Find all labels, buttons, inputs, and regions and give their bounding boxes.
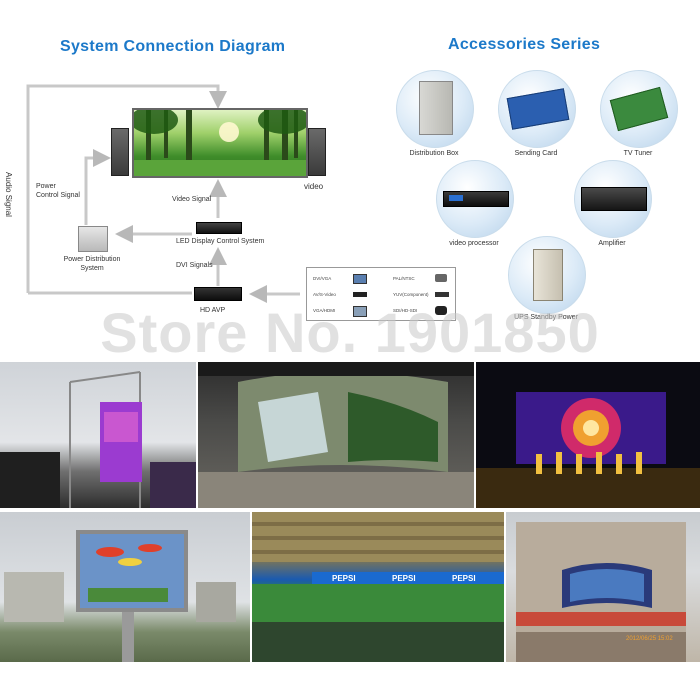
signal-yuv: YUV(Component) xyxy=(393,292,429,297)
outdoor-stage-photo xyxy=(0,362,196,508)
ups-image xyxy=(508,236,586,314)
dvi-signals-label: DVI Signals xyxy=(176,262,213,269)
billboard-photo xyxy=(0,512,250,662)
power-distribution-cabinet xyxy=(78,226,108,252)
pepsi-ad-2: PEPSI xyxy=(392,574,416,583)
dvd-player-icon xyxy=(353,292,367,297)
audio-signal-label: Audio Signal xyxy=(3,172,13,217)
video-processor-image xyxy=(436,160,514,238)
hd-avp-label: HD AVP xyxy=(200,307,226,314)
led-screen xyxy=(130,106,310,178)
sending-card-label: Sending Card xyxy=(514,150,558,157)
indoor-led-wall-photo xyxy=(198,362,474,508)
tv-box-icon xyxy=(435,292,449,297)
tv-tuner-image xyxy=(600,70,678,148)
control-system-device xyxy=(196,222,242,234)
video-processor-label: video processor xyxy=(449,240,499,247)
power-distribution-label: Power Distribution System xyxy=(63,256,121,272)
pepsi-ad-3: PEPSI xyxy=(452,574,476,583)
video-signal-label: Video Signal xyxy=(172,196,212,203)
hd-avp-device xyxy=(194,287,242,301)
signal-av-svideo: AV/S-Video xyxy=(313,292,336,297)
control-system-label: LED Display Control System xyxy=(176,238,265,245)
power-control-label: Power Control Signal xyxy=(36,183,80,199)
ups-label: UPS Standby Power xyxy=(514,314,578,321)
accessories-title: Accessories Series xyxy=(448,36,601,53)
laptop-icon xyxy=(353,274,367,284)
left-speaker xyxy=(111,128,129,176)
photo-timestamp: 2012/06/25 15:02 xyxy=(626,636,673,642)
camera-icon xyxy=(435,274,447,282)
right-speaker xyxy=(308,128,326,176)
amplifier-label: Amplifier xyxy=(598,240,626,247)
distribution-box-label: Distribution Box xyxy=(409,150,459,157)
building-screen-photo: 2012/06/25 15:02 xyxy=(506,512,700,662)
connection-lines xyxy=(26,84,300,303)
pepsi-ad-1: PEPSI xyxy=(332,574,356,583)
computer-icon xyxy=(353,306,367,317)
sending-card-image xyxy=(498,70,576,148)
store-watermark: Store No. 1901850 xyxy=(100,301,600,364)
distribution-box-image xyxy=(396,70,474,148)
signal-vga-hdmi: VGA/HDMI xyxy=(313,308,336,313)
concert-stage-photo xyxy=(476,362,700,508)
video-label: video xyxy=(304,182,324,191)
broadcast-camera-icon xyxy=(435,306,447,315)
amplifier-image xyxy=(574,160,652,238)
stadium-photo: PEPSI PEPSI PEPSI xyxy=(252,512,504,662)
signal-sources-box: DVI/VGA PAL/NTSC AV/S-Video YUV(Componen… xyxy=(306,267,456,321)
tv-tuner-label: TV Tuner xyxy=(623,150,653,157)
diagram-title: System Connection Diagram xyxy=(60,38,286,55)
signal-sdi: SDI/HD-SDI xyxy=(393,308,418,313)
signal-dvi-vga: DVI/VGA xyxy=(313,276,332,281)
signal-pal-ntsc: PAL/NTSC xyxy=(393,276,415,281)
